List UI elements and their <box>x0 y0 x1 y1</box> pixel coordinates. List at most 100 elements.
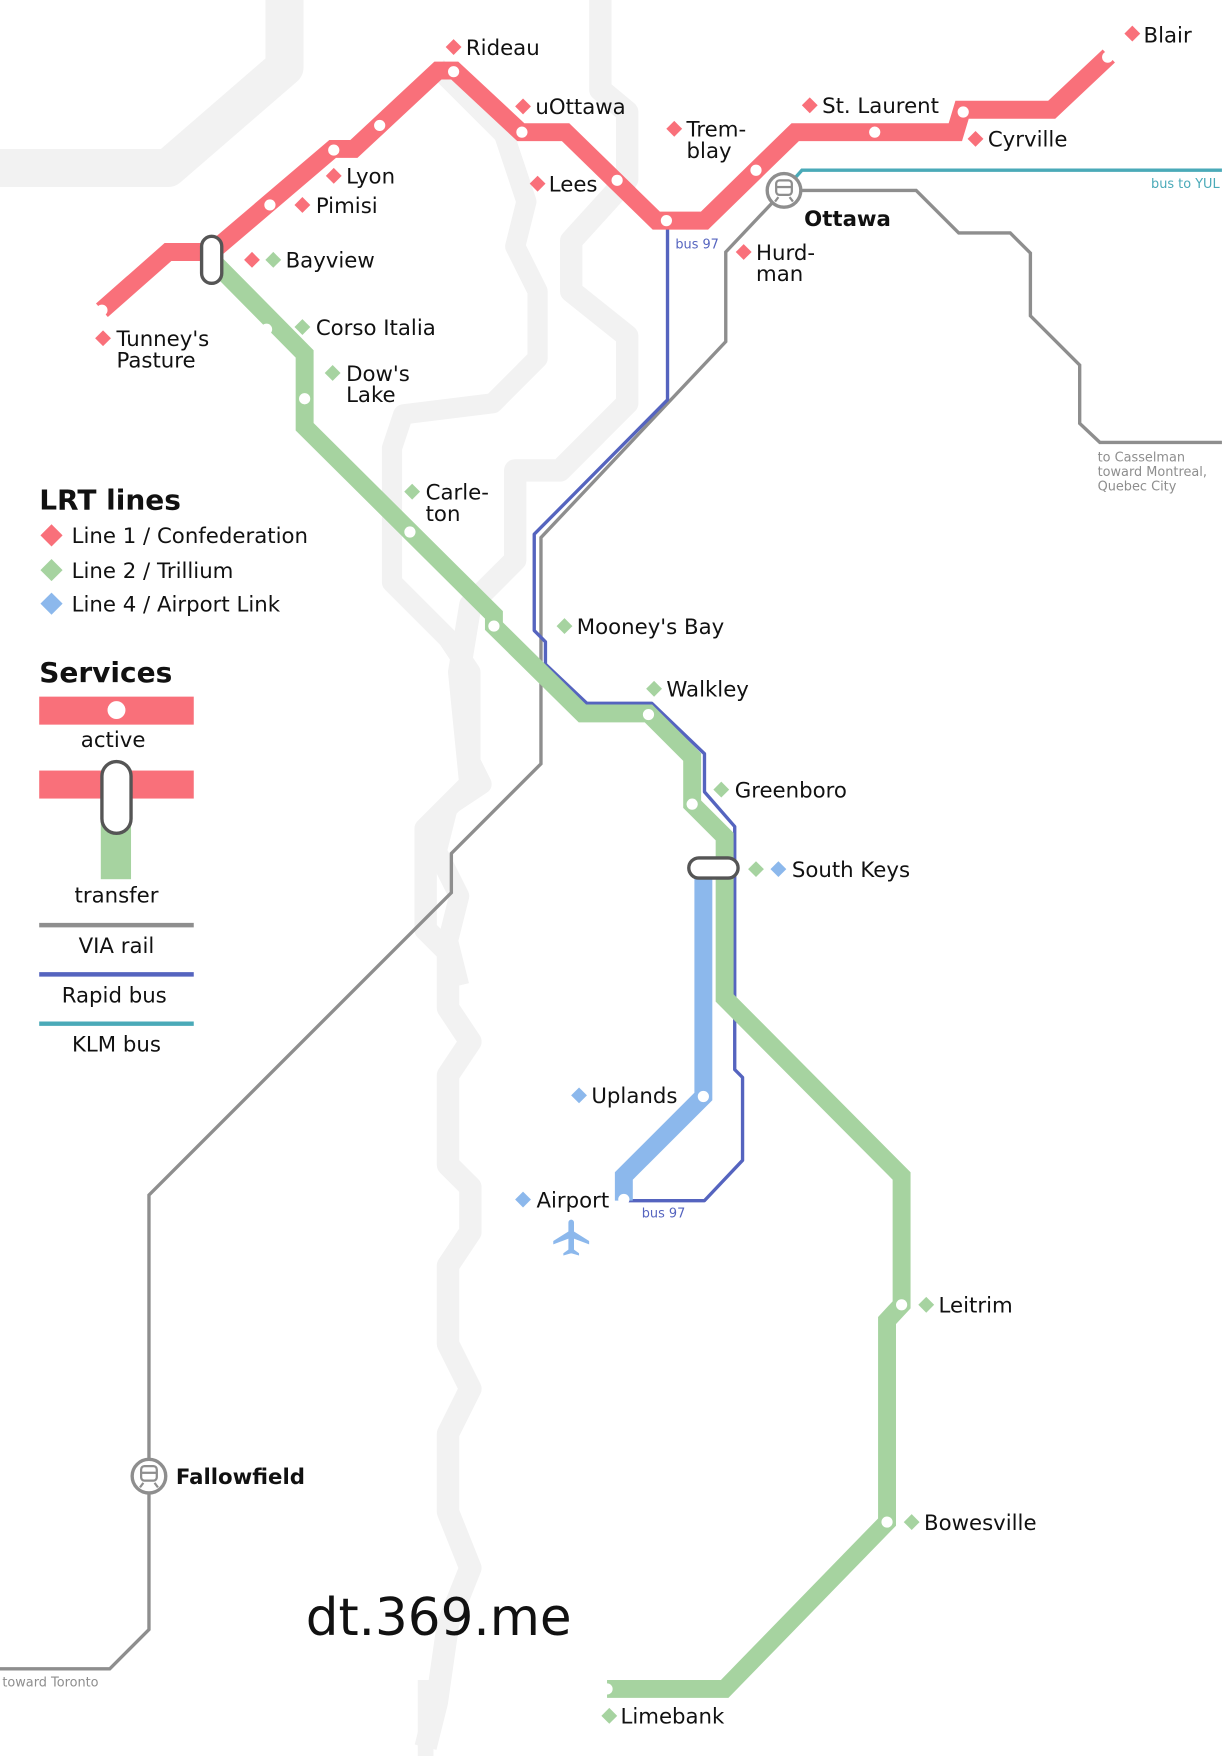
station-dot-mooneys-bay[interactable] <box>488 620 500 632</box>
south-keys-transfer-capsule <box>687 856 740 880</box>
label-st-laurent[interactable]: St. Laurent <box>822 94 939 119</box>
via-rail-montreal <box>784 188 1222 445</box>
station-dot-tremblay[interactable] <box>750 164 762 176</box>
diamond-limebank <box>601 1707 618 1724</box>
diamond-corso-italia <box>294 319 311 335</box>
toronto-label: toward Toronto <box>2 1676 98 1691</box>
label-tremblay-1[interactable]: Trem- <box>686 118 747 143</box>
station-dot-lyon[interactable] <box>328 144 340 156</box>
diamond-walkley <box>646 680 662 697</box>
station-dot-tunneys-pasture[interactable] <box>96 304 108 316</box>
legend-via-label: VIA rail <box>79 934 155 959</box>
diamond-pimisi <box>294 197 311 213</box>
diamond-hurdman <box>735 244 752 260</box>
station-dot-pimisi[interactable] <box>264 199 276 211</box>
label-corso-italia[interactable]: Corso Italia <box>316 316 436 341</box>
diamond-south-keys-line4 <box>770 861 787 878</box>
station-dot-greenboro[interactable] <box>686 798 698 810</box>
station-dot-rideau[interactable] <box>448 66 460 78</box>
diamond-bayview-line1 <box>244 251 260 268</box>
label-dows-1[interactable]: Dow's <box>346 362 410 387</box>
label-mooneys-bay[interactable]: Mooney's Bay <box>577 615 724 640</box>
station-dot-bowesville[interactable] <box>881 1516 893 1528</box>
label-bowesville[interactable]: Bowesville <box>924 1511 1037 1536</box>
diamond-south-keys-line2 <box>748 861 764 878</box>
label-cyrville[interactable]: Cyrville <box>988 128 1068 153</box>
label-lyon[interactable]: Lyon <box>346 165 395 190</box>
label-blair[interactable]: Blair <box>1144 24 1192 49</box>
river-background <box>0 0 639 1756</box>
label-leitrim[interactable]: Leitrim <box>939 1294 1013 1319</box>
station-dot-cyrville[interactable] <box>957 106 969 118</box>
label-south-keys[interactable]: South Keys <box>792 858 910 883</box>
legend-lrt-title: LRT lines <box>39 484 181 517</box>
station-dot-airport[interactable] <box>618 1193 630 1206</box>
station-dot-uottawa[interactable] <box>516 126 528 138</box>
label-rideau[interactable]: Rideau <box>466 36 540 61</box>
label-pimisi[interactable]: Pimisi <box>316 194 378 219</box>
label-tunneys-2[interactable]: Pasture <box>116 348 195 373</box>
diamond-carleton <box>404 483 421 500</box>
station-dot-parliament[interactable] <box>374 119 386 132</box>
diamond-tremblay <box>666 120 683 137</box>
label-carleton-1[interactable]: Carle- <box>426 481 489 506</box>
station-labels: Blair Rideau uOttawa St. Laurent Trem- b… <box>115 24 1191 1730</box>
station-dot-st-laurent[interactable] <box>869 126 881 138</box>
station-dot-leitrim[interactable] <box>896 1299 908 1311</box>
diamond-greenboro <box>713 781 730 798</box>
legend-rapid-bus-label: Rapid bus <box>62 983 167 1008</box>
legend-line2-diamond <box>40 558 63 582</box>
label-bayview[interactable]: Bayview <box>286 249 375 274</box>
label-hurdman-1[interactable]: Hurd- <box>756 241 815 266</box>
annotations: bus 97 bus 97 bus to YUL to Casselman to… <box>2 177 1220 1691</box>
watermark: dt.369.me <box>306 1588 572 1648</box>
rapid-bus-97-line <box>532 219 745 1203</box>
legend-active-dot <box>107 701 126 720</box>
label-carleton-2[interactable]: ton <box>426 502 461 527</box>
legend-transfer-label: transfer <box>74 884 158 909</box>
station-dot-dows-lake[interactable] <box>299 393 311 405</box>
station-dot-limebank[interactable] <box>601 1683 613 1695</box>
label-tremblay-2[interactable]: blay <box>687 139 732 164</box>
label-lees[interactable]: Lees <box>549 173 598 198</box>
label-airport[interactable]: Airport <box>536 1188 609 1213</box>
diamond-lyon <box>325 167 342 184</box>
legend-line1-label: Line 1 / Confederation <box>72 524 308 549</box>
bus97-label-top: bus 97 <box>675 238 719 253</box>
diamond-dows-lake <box>324 365 341 381</box>
label-fallowfield-rail[interactable]: Fallowfield <box>176 1465 305 1490</box>
diamond-st-laurent <box>801 97 818 114</box>
via-rail-toronto <box>0 189 786 1671</box>
label-dows-2[interactable]: Lake <box>346 383 396 408</box>
line4-track <box>614 868 713 1201</box>
ottawa-train-icon[interactable] <box>765 171 803 209</box>
station-dot-hurdman[interactable] <box>660 215 672 227</box>
station-dot-corso-italia[interactable] <box>260 323 273 335</box>
legend-line4-label: Line 4 / Airport Link <box>72 593 281 618</box>
diamond-bowesville <box>903 1514 920 1530</box>
station-dot-carleton[interactable] <box>404 526 416 538</box>
diamond-mooneys-bay <box>556 618 573 634</box>
airplane-icon <box>553 1219 590 1256</box>
label-tunneys-1[interactable]: Tunney's <box>115 327 209 352</box>
label-greenboro[interactable]: Greenboro <box>735 778 847 803</box>
label-hurdman-2[interactable]: man <box>756 262 803 287</box>
diamond-rideau <box>445 39 462 55</box>
casselman-label-3: Quebec City <box>1098 480 1177 495</box>
station-dot-lees[interactable] <box>611 174 623 186</box>
fallowfield-train-icon[interactable] <box>130 1457 168 1495</box>
legend-active-label: active <box>81 728 146 753</box>
label-ottawa-rail[interactable]: Ottawa <box>804 207 891 232</box>
diamond-cyrville <box>967 130 984 147</box>
station-dot-uplands[interactable] <box>697 1090 709 1103</box>
river-ottawa-upper <box>0 0 304 188</box>
label-limebank[interactable]: Limebank <box>620 1705 725 1730</box>
station-dot-blair[interactable] <box>1102 51 1114 63</box>
label-uottawa[interactable]: uOttawa <box>535 95 625 120</box>
casselman-label-2: toward Montreal, <box>1098 465 1207 480</box>
station-dot-walkley[interactable] <box>642 708 655 721</box>
label-walkley[interactable]: Walkley <box>666 678 748 703</box>
label-uplands[interactable]: Uplands <box>591 1084 677 1109</box>
diamond-leitrim <box>918 1296 935 1313</box>
via-rail-lines <box>0 188 1222 1671</box>
